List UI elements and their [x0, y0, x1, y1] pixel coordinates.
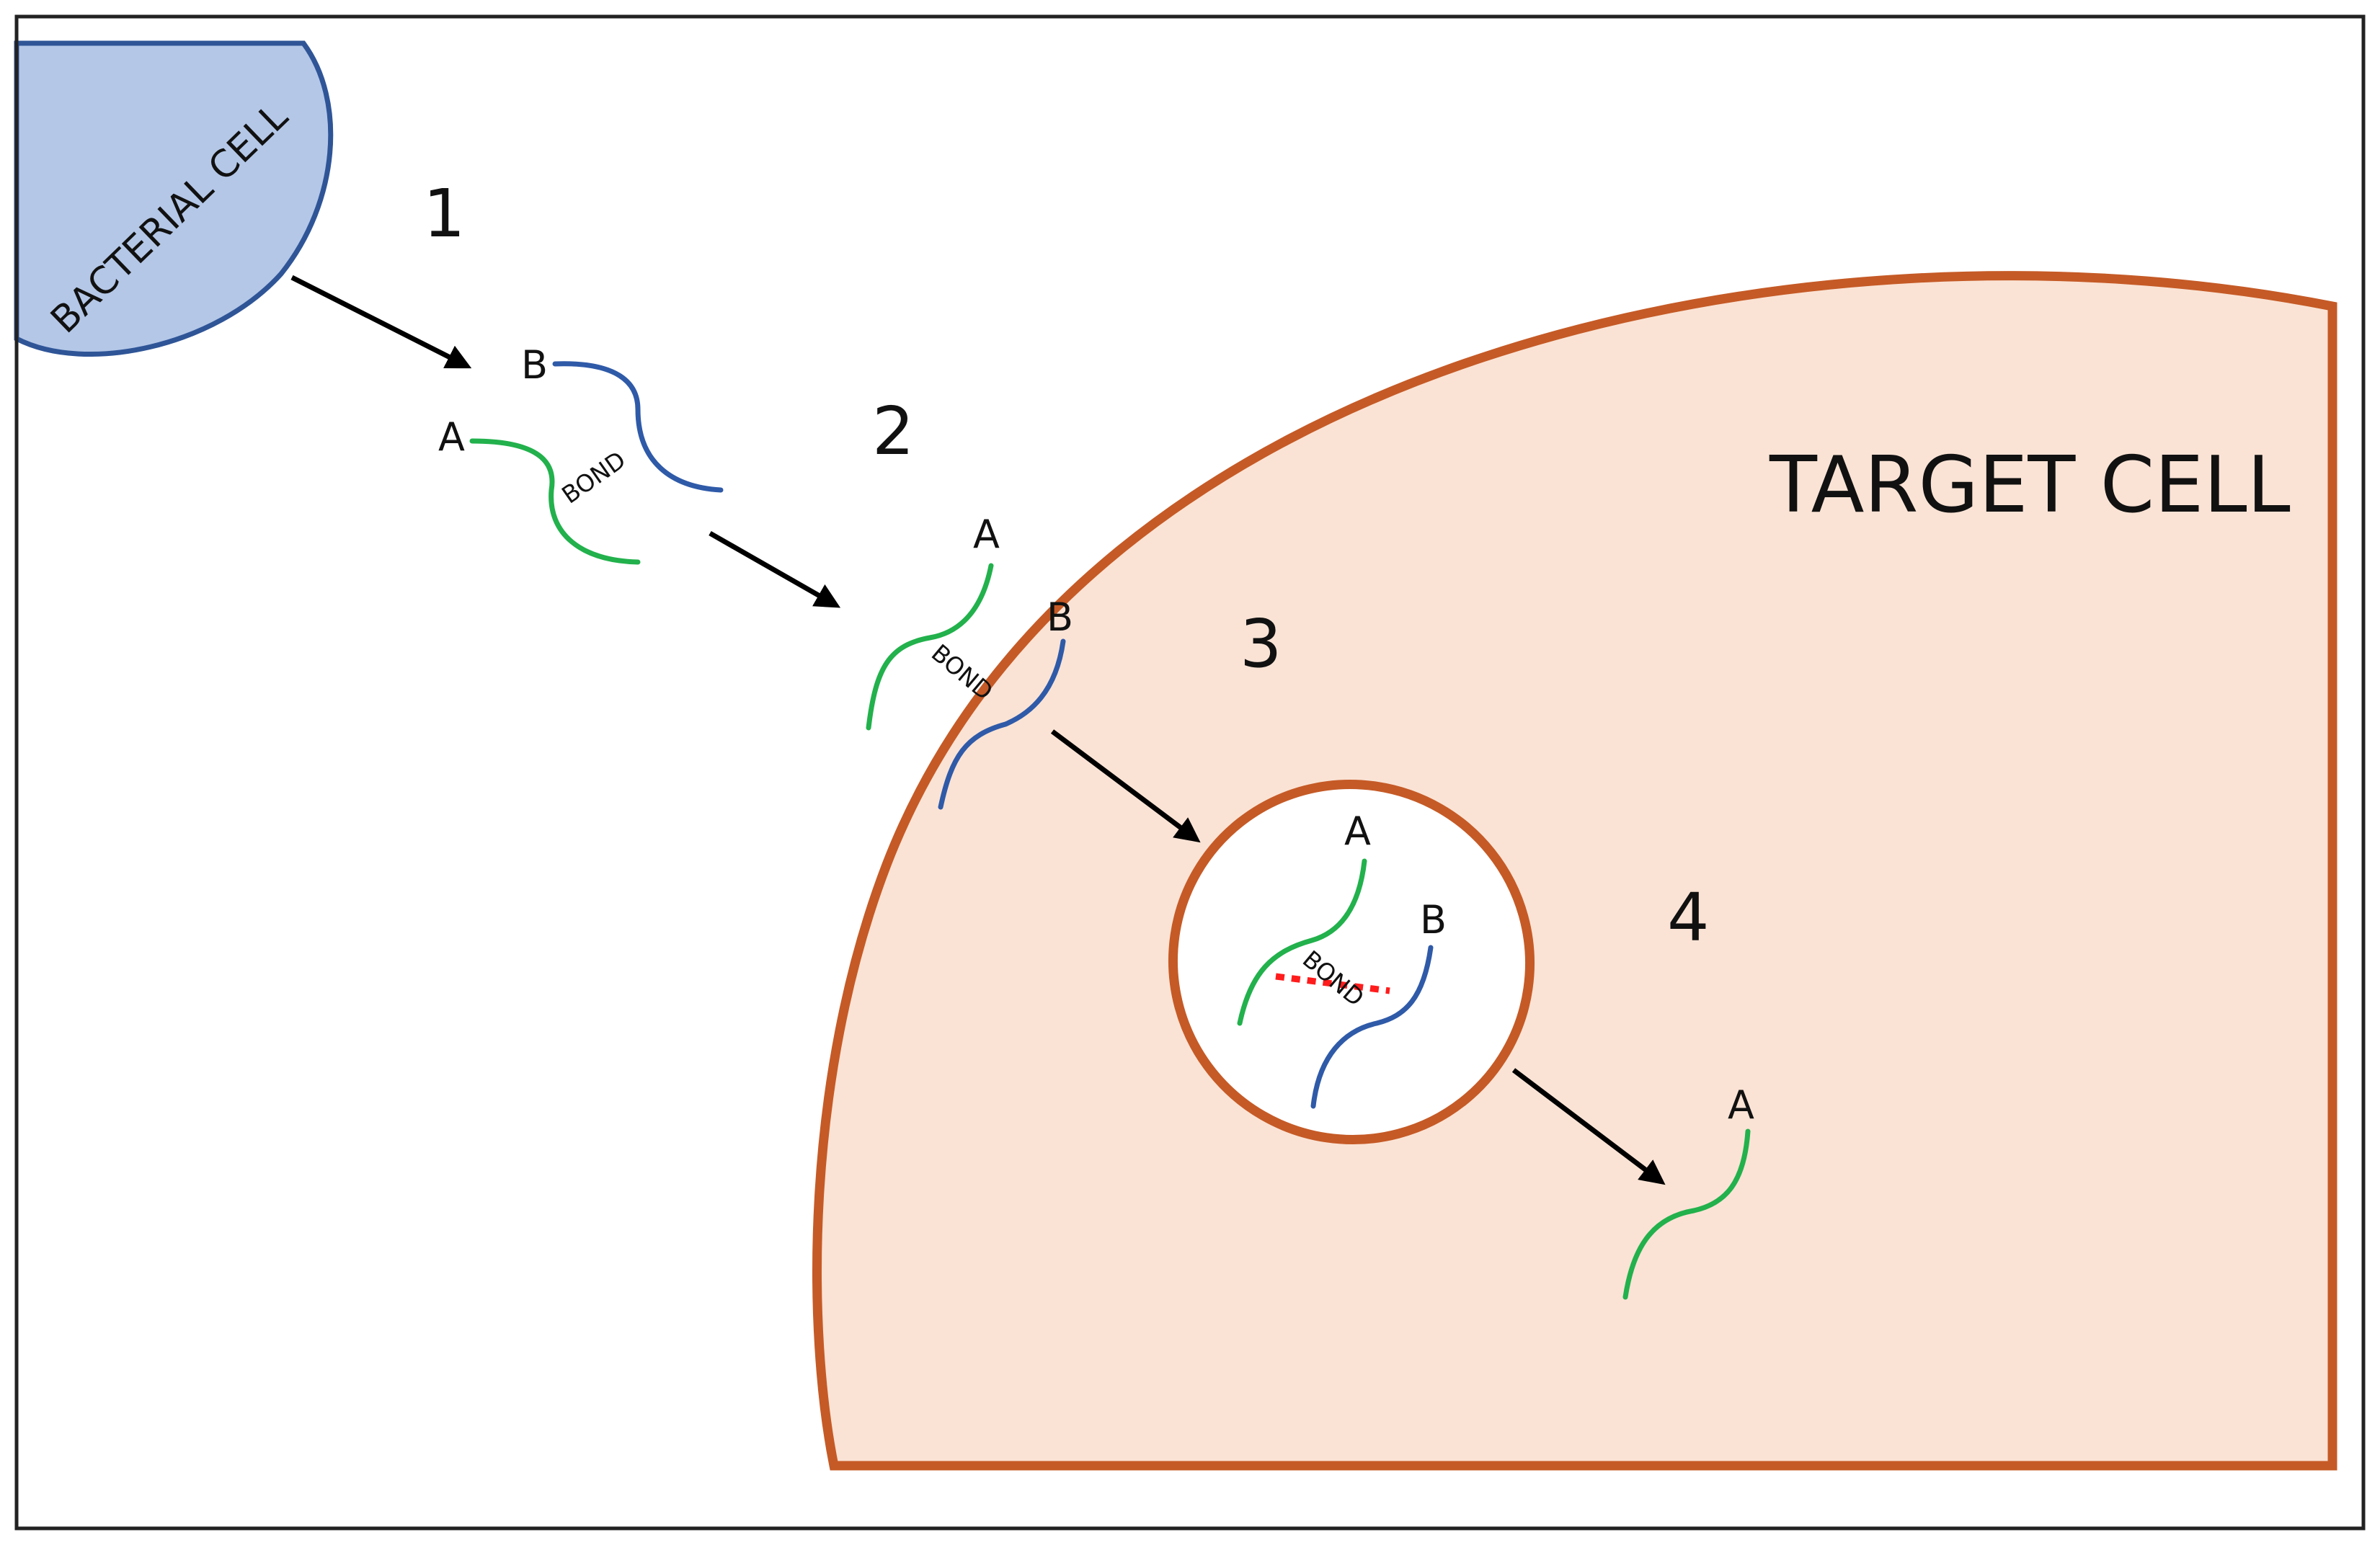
- arrow-vesicle-to-release: [1511, 1068, 1666, 1185]
- strand-b-free-label: B: [521, 342, 548, 388]
- arrow-2-to-membrane: [709, 530, 841, 608]
- strand-b-vesicle: [1310, 945, 1434, 1109]
- arrow-1-to-2: [290, 275, 472, 369]
- target-cell: [812, 271, 2337, 1471]
- strand-a-vesicle-label: A: [1344, 809, 1371, 854]
- arrow-membrane-to-vesicle: [1050, 729, 1201, 843]
- strand-b-free: [552, 361, 724, 493]
- step-3-label: 3: [1240, 605, 1282, 682]
- strand-a-vesicle: [1237, 858, 1367, 1026]
- bond-break-line: [1275, 973, 1390, 994]
- strand-a-free: [469, 438, 641, 565]
- bond-binding-label: BOND: [926, 638, 998, 705]
- step-4-label: 4: [1667, 879, 1710, 956]
- strand-a-binding: [866, 563, 994, 731]
- strand-a-released-label: A: [1728, 1082, 1754, 1128]
- toxin-free: A B BOND: [438, 342, 724, 565]
- strand-b-binding-label: B: [1047, 594, 1073, 640]
- released-a-subunit: A: [1622, 1082, 1754, 1300]
- figure-frame: [14, 14, 2366, 1531]
- strand-a-binding-label: A: [973, 512, 1000, 557]
- strand-a-free-label: A: [438, 414, 465, 460]
- step-2-label: 2: [872, 393, 915, 470]
- bacterial-cell: [14, 40, 334, 357]
- strand-a-released: [1622, 1128, 1751, 1300]
- bond-free-label: BOND: [556, 445, 631, 509]
- target-cell-label: TARGET CELL: [1769, 440, 2291, 530]
- step-1-label: 1: [423, 175, 466, 252]
- strand-b-vesicle-label: B: [1420, 897, 1447, 943]
- strand-b-binding: [938, 638, 1066, 810]
- endocytic-vesicle: [1168, 779, 1535, 1145]
